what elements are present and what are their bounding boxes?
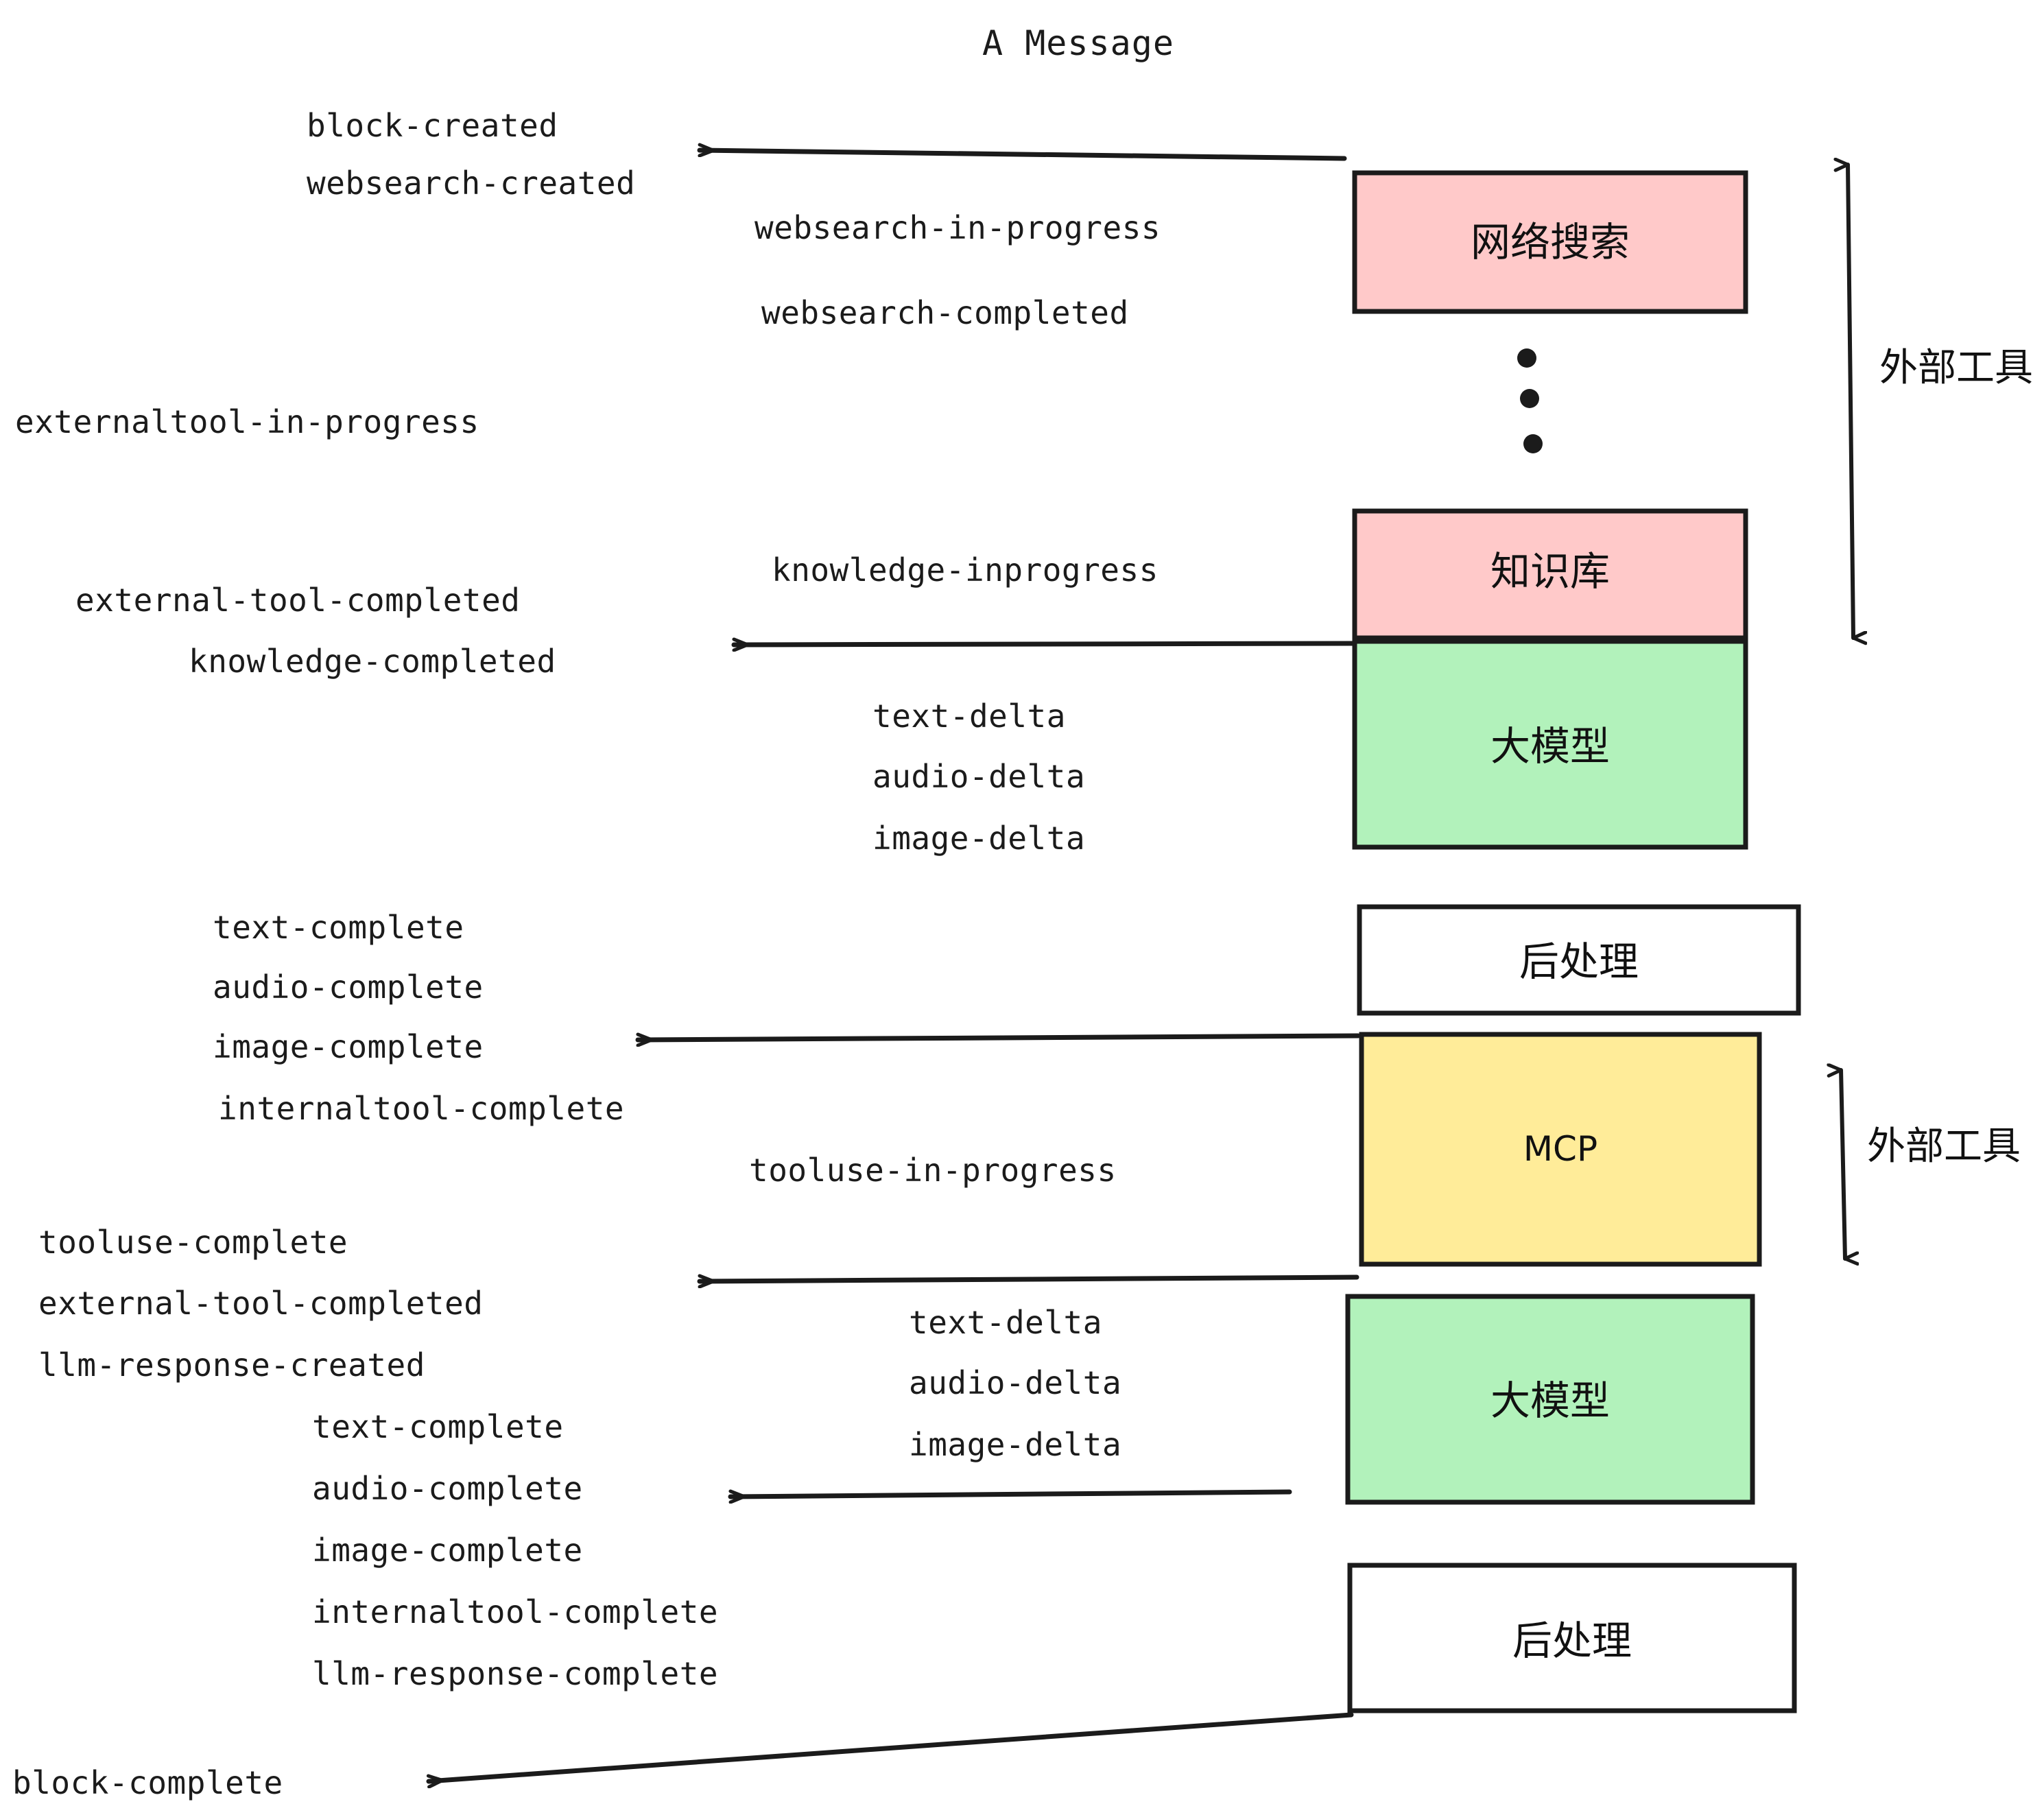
- event-label-internaltool-complete-2: internaltool-complete: [312, 1593, 718, 1630]
- event-label-audio-complete-2: audio-complete: [312, 1470, 583, 1507]
- external-tools-top-range-arrow: [1848, 165, 1853, 638]
- node-llm-top-box[interactable]: [1352, 639, 1748, 850]
- node-postprocess-bottom-box[interactable]: [1347, 1563, 1797, 1713]
- event-label-knowledge-inprogress: knowledge-inprogress: [772, 551, 1158, 589]
- event-label-llm-response-complete: llm-response-complete: [312, 1655, 718, 1692]
- external-tools-bottom-label: 外部工具: [1867, 1124, 2021, 1169]
- event-label-text-delta-2: text-delta: [909, 1304, 1102, 1341]
- node-llm-bottom-box[interactable]: [1345, 1294, 1755, 1505]
- event-label-externaltool-in-progress: externaltool-in-progress: [15, 403, 479, 440]
- node-postprocess-top-box[interactable]: [1357, 904, 1801, 1016]
- node-llm-top-label: 大模型: [1490, 723, 1610, 770]
- node-knowledge-box[interactable]: [1352, 508, 1748, 641]
- event-label-image-delta-1: image-delta: [872, 820, 1085, 857]
- node-mcp-label: MCP: [1523, 1129, 1597, 1169]
- event-label-text-complete-1: text-complete: [213, 909, 464, 946]
- external-tools-top-label: 外部工具: [1879, 346, 2033, 390]
- event-label-audio-delta-1: audio-delta: [872, 758, 1085, 795]
- event-label-block-created: block-created: [307, 107, 558, 144]
- event-label-external-tool-completed-1: external-tool-completed: [75, 582, 520, 619]
- node-mcp-box[interactable]: [1359, 1032, 1762, 1267]
- event-label-audio-delta-2: audio-delta: [909, 1364, 1121, 1401]
- event-label-internaltool-complete-1: internaltool-complete: [218, 1090, 624, 1127]
- flow-arrow-knowledge-to-completed: [731, 643, 1355, 645]
- node-postprocess-top-label: 后处理: [1519, 938, 1639, 985]
- event-label-tooluse-complete: tooluse-complete: [38, 1224, 348, 1261]
- page-title: A Message: [982, 23, 1174, 63]
- event-label-websearch-in-progress: websearch-in-progress: [754, 209, 1161, 246]
- event-label-external-tool-completed-2: external-tool-completed: [38, 1285, 483, 1322]
- event-label-text-delta-1: text-delta: [872, 698, 1066, 735]
- flow-arrow-llm-to-audio-complete: [728, 1489, 1292, 1497]
- event-label-text-complete-2: text-complete: [312, 1408, 564, 1445]
- event-label-image-delta-2: image-delta: [909, 1426, 1121, 1463]
- flow-arrow-postprocess-to-block-complete: [426, 1712, 1354, 1781]
- event-label-image-complete-2: image-complete: [312, 1532, 583, 1569]
- flow-arrow-postprocess-to-image-complete: [635, 1036, 1361, 1040]
- event-label-tooluse-in-progress: tooluse-in-progress: [749, 1152, 1117, 1189]
- node-websearch-label: 网络搜索: [1471, 219, 1630, 265]
- node-llm-bottom-label: 大模型: [1490, 1377, 1610, 1424]
- node-knowledge-label: 知识库: [1490, 548, 1610, 595]
- event-label-block-complete: block-complete: [12, 1764, 283, 1801]
- event-label-websearch-completed: websearch-completed: [761, 294, 1129, 331]
- node-postprocess-bottom-label: 后处理: [1512, 1617, 1632, 1664]
- vertical-ellipsis-icon: [1517, 348, 1543, 453]
- event-label-audio-complete-1: audio-complete: [213, 969, 484, 1006]
- event-label-llm-response-created: llm-response-created: [38, 1346, 425, 1384]
- external-tools-bottom-range-arrow: [1841, 1070, 1845, 1259]
- flow-arrow-mcp-to-tooluse-complete: [697, 1277, 1359, 1281]
- flow-arrow-websearch-to-created: [697, 150, 1347, 161]
- event-label-knowledge-completed: knowledge-completed: [189, 643, 556, 680]
- event-label-image-complete-1: image-complete: [213, 1028, 484, 1065]
- node-websearch-box[interactable]: [1352, 170, 1748, 314]
- event-label-websearch-created: websearch-created: [307, 165, 635, 202]
